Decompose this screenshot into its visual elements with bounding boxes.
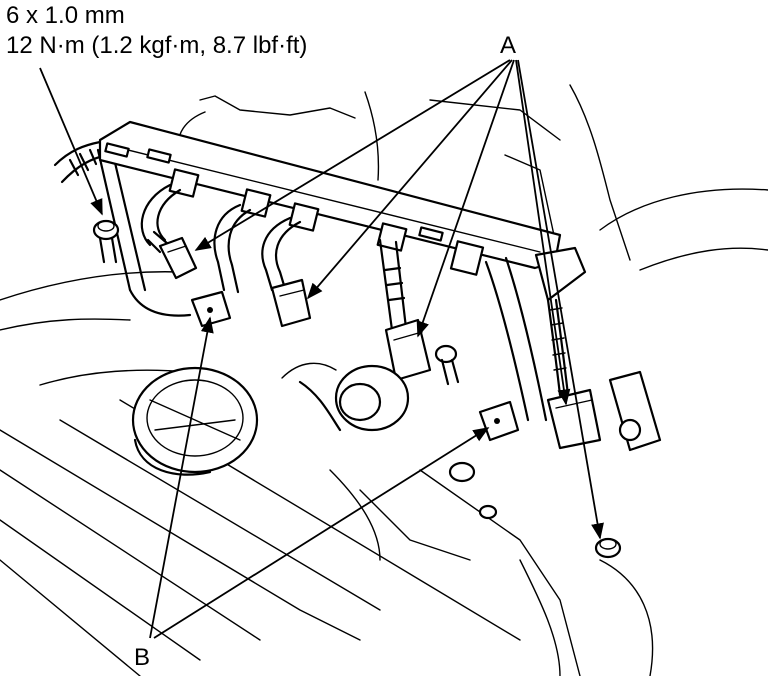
- bolt-size-label: 6 x 1.0 mm: [6, 2, 125, 29]
- oil-filler-cap: [131, 366, 259, 476]
- callout-a-label: A: [500, 32, 517, 59]
- fuel-injector: [168, 168, 485, 276]
- intake-manifold-outline: [178, 84, 768, 271]
- leader-lines: [39, 59, 604, 639]
- fuel-pressure-regulator: [281, 362, 410, 432]
- wire-harness: [53, 140, 192, 317]
- bolt-torque-label: 12 N·m (1.2 kgf·m, 8.7 lbf·ft): [6, 32, 308, 59]
- mounting-bolt: [92, 219, 622, 559]
- engine-block-outline: [0, 271, 654, 676]
- right-harness: [484, 246, 662, 452]
- callout-b-label: B: [134, 644, 151, 671]
- injector-connector-loop: [140, 183, 408, 332]
